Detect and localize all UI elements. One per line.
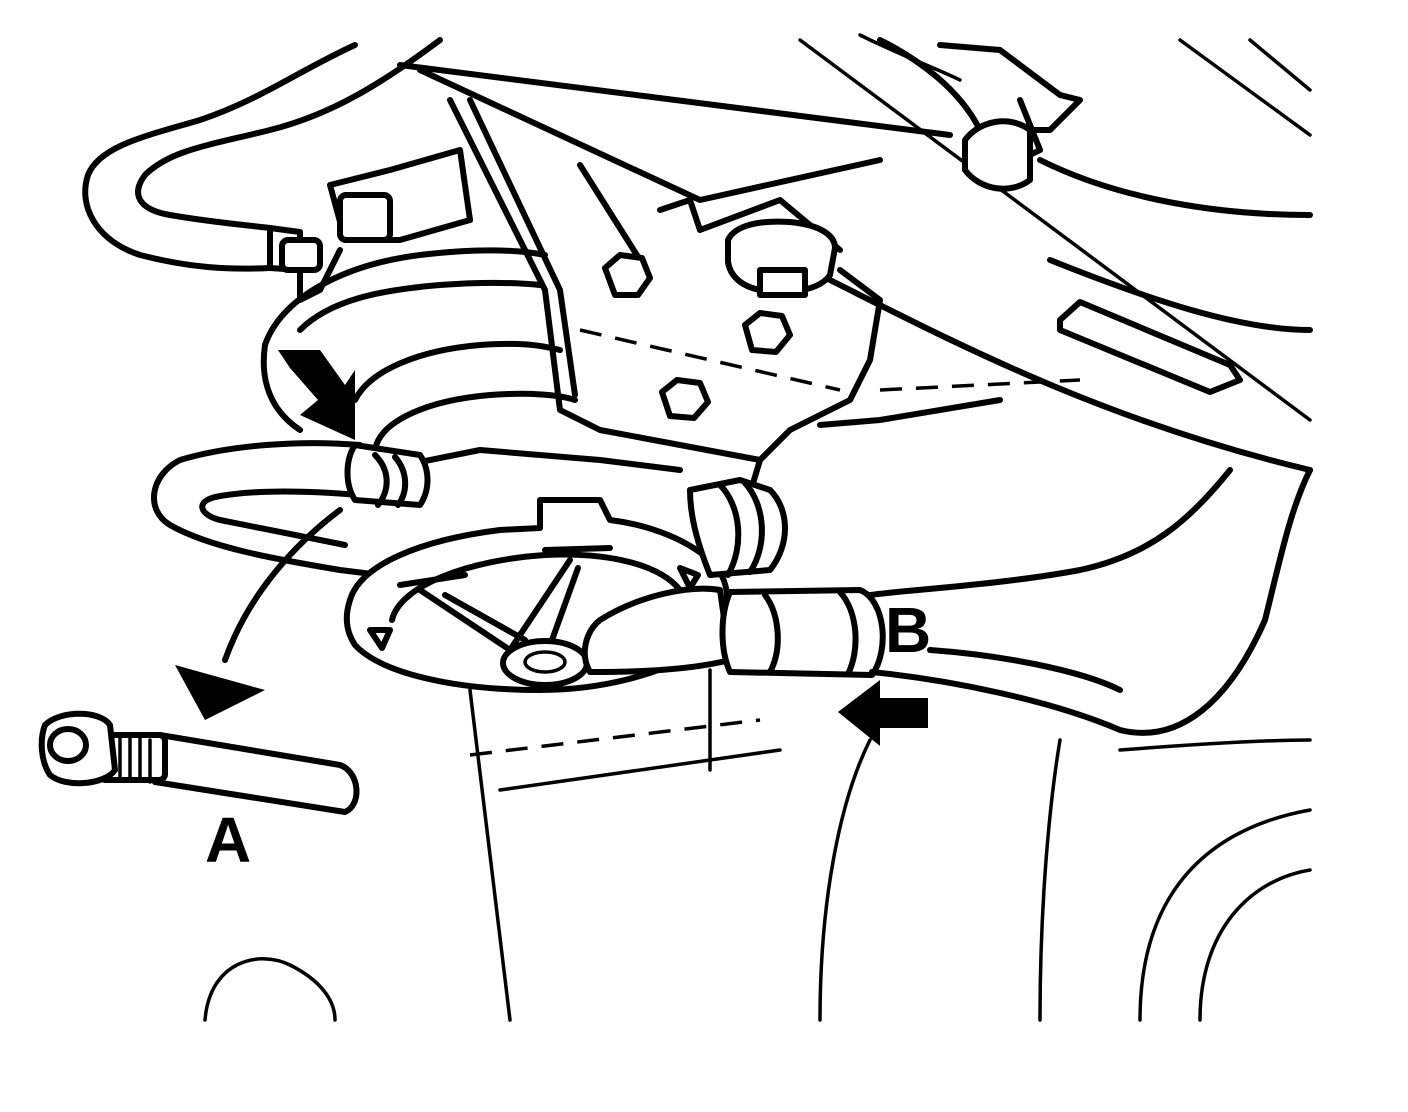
outlet-hose: [581, 467, 1313, 736]
filter-housing-top: [260, 147, 683, 473]
bracket-bolts: [602, 218, 838, 421]
callout-a: A: [205, 804, 252, 876]
lower-body: [203, 668, 1312, 1022]
bolt-a: [38, 710, 360, 815]
curved-arrow-icon: [175, 507, 343, 720]
vehicle-frame: [397, 33, 1313, 473]
solid-arrow-icon: [278, 350, 355, 440]
callout-b: B: [885, 594, 932, 666]
solid-arrow-icon: [838, 680, 928, 746]
loop-hose: [151, 440, 431, 578]
upper-left-hose: [82, 37, 443, 273]
